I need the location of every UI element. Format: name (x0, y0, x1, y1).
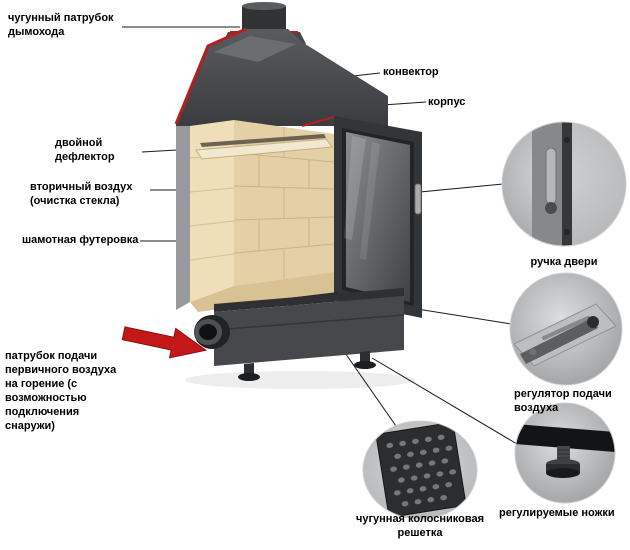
primary-air-arrow (121, 326, 208, 359)
base-plinth (213, 288, 405, 366)
floor-shadow (185, 371, 415, 389)
label-grate: чугунная колосниковая решетка (355, 513, 485, 539)
inset-adjustable-legs (514, 402, 616, 504)
handle-lever (545, 147, 557, 205)
inset-door-handle (501, 121, 627, 247)
firebox-chamotte-lining (189, 120, 342, 312)
label-air-regulator: регулятор подачи воздуха (514, 388, 612, 414)
primary-air-inlet-pipe (194, 315, 230, 349)
brick-joints (189, 127, 335, 280)
firebox-floor (190, 272, 342, 312)
double-deflector (195, 134, 333, 160)
label-double-deflector: двойной дефлектор (55, 137, 115, 163)
glass-door (334, 116, 422, 318)
label-adjustable-legs: регулируемые ножки (499, 507, 615, 519)
left-wall-cut (176, 126, 190, 310)
hood-convector (174, 27, 388, 127)
label-body: корпус (428, 96, 466, 108)
label-primary-air: патрубок подачи первичного воздуха на го… (5, 350, 117, 432)
label-convector: конвектор (383, 66, 439, 78)
label-chamotte-lining: шамотная футеровка (22, 234, 139, 246)
door-handle (414, 183, 422, 215)
inset-air-regulator (509, 272, 623, 386)
label-secondary-air: вторичный воздух (очистка стекла) (30, 181, 133, 207)
grate-holes (386, 434, 457, 507)
leader-legs-inset (371, 357, 518, 445)
leader-handle-inset (419, 183, 504, 193)
inset-grate (362, 420, 478, 520)
fireplace-illustration (174, 2, 422, 389)
regulator-lever (520, 318, 598, 364)
label-chimney-pipe: чугунный патрубок дымохода (8, 12, 114, 38)
adjustable-feet (238, 351, 376, 381)
label-door-handle: ручка двери (530, 256, 598, 268)
